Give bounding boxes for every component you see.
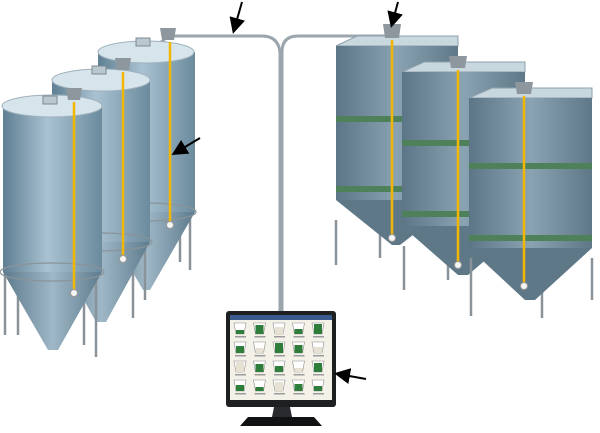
silo-hatch xyxy=(135,37,151,47)
sensor-weight xyxy=(70,289,78,297)
gauge-caption-line xyxy=(293,355,305,357)
bin-hopper xyxy=(469,248,592,300)
callout-arrows xyxy=(171,1,403,384)
gauge-fill xyxy=(255,387,264,391)
sensor-head xyxy=(515,82,533,94)
silo-body xyxy=(3,106,102,272)
gauge-fill xyxy=(314,363,322,372)
sensor-weight xyxy=(454,261,462,269)
bin-band xyxy=(469,235,592,241)
gauge-fill xyxy=(314,324,322,334)
gauge-fill xyxy=(314,347,322,353)
gauge-caption-line xyxy=(313,393,324,395)
gauge-caption-line xyxy=(274,355,285,357)
monitor-neck xyxy=(272,407,292,417)
gauge-fill xyxy=(255,348,264,353)
sensor-head xyxy=(115,58,131,70)
bin-body xyxy=(469,98,592,248)
bin-band xyxy=(469,163,592,169)
gauge-caption-line xyxy=(254,355,266,357)
gauge-fill xyxy=(294,345,303,353)
screen-titlebar xyxy=(230,315,332,320)
sensor-weight xyxy=(388,234,396,242)
cable-bins-right xyxy=(280,34,388,318)
sensor-weight xyxy=(166,221,174,229)
gauge-caption-line xyxy=(274,336,285,338)
monitor-base xyxy=(240,417,322,426)
bin-band xyxy=(336,186,458,192)
sensor-weight xyxy=(520,282,528,290)
arrow-icon xyxy=(334,368,367,384)
gauge-caption-line xyxy=(293,393,305,395)
gauge-fill xyxy=(275,366,283,372)
gauge-caption-line xyxy=(293,336,305,338)
bin-band xyxy=(402,211,525,217)
gauge-caption-line xyxy=(235,393,246,395)
gauge-fill xyxy=(294,384,303,391)
gauge-fill xyxy=(275,343,283,353)
gauge-caption-line xyxy=(235,374,246,376)
sensor-head xyxy=(449,56,467,68)
silo-hatch xyxy=(42,95,58,105)
gauge-fill xyxy=(236,385,244,391)
bin-band xyxy=(336,116,458,122)
gauge-fill xyxy=(236,346,244,353)
gauge-caption-line xyxy=(235,336,246,338)
silo-hatch xyxy=(91,65,107,75)
gauge-caption-line xyxy=(313,355,324,357)
gauge-fill xyxy=(236,330,244,334)
round-silo-1 xyxy=(0,88,105,357)
gauge-fill xyxy=(275,382,283,391)
silo-roof xyxy=(1,94,103,118)
monitor xyxy=(226,311,336,426)
sensor-weight xyxy=(119,255,127,263)
gauge-fill xyxy=(314,386,322,391)
gauge-fill xyxy=(236,362,244,372)
gauge-fill xyxy=(294,329,303,334)
arrow-icon xyxy=(171,137,201,156)
gauge-caption-line xyxy=(274,374,285,376)
gauge-caption-line xyxy=(254,393,266,395)
gauge-caption-line xyxy=(254,336,266,338)
gauge-caption-line xyxy=(254,374,266,376)
bin-band xyxy=(402,140,525,146)
gauge-caption-line xyxy=(313,336,324,338)
arrow-icon xyxy=(387,1,403,28)
silo-ring xyxy=(0,262,105,282)
sensor-head xyxy=(160,28,176,40)
cable-silo-left xyxy=(170,34,282,318)
square-bin-3 xyxy=(468,82,594,318)
gauge-fill xyxy=(275,327,283,334)
gauge-grid xyxy=(233,322,325,395)
gauge-fill xyxy=(255,325,264,334)
arrow-icon xyxy=(229,1,245,34)
gauge-caption-line xyxy=(293,374,305,376)
gauge-caption-line xyxy=(235,355,246,357)
gauge-fill xyxy=(255,364,264,372)
sensor-head xyxy=(383,24,401,38)
gauge-fill xyxy=(294,368,303,372)
gauge-caption-line xyxy=(313,374,324,376)
sensor-head xyxy=(66,88,82,100)
gauge-caption-line xyxy=(274,393,285,395)
